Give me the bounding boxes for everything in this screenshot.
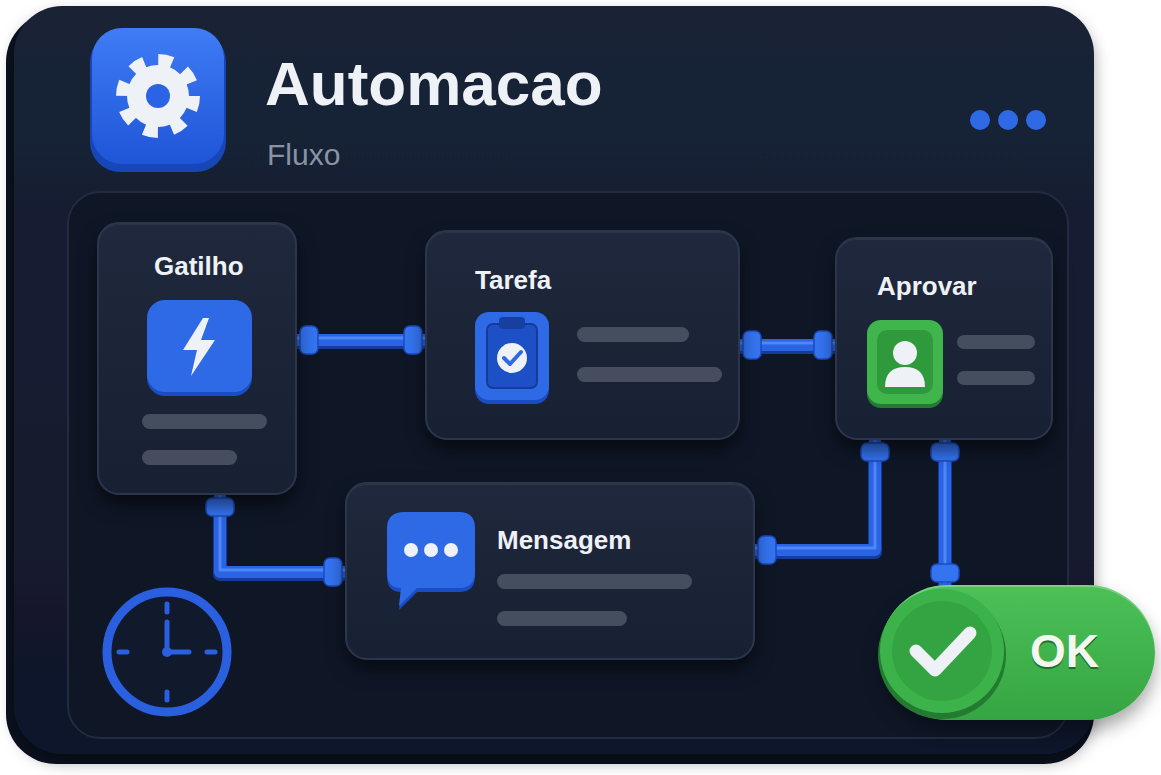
connector [297,326,425,354]
connector-joint [931,564,959,582]
node-label: Gatilho [154,252,244,282]
approve-icon [837,239,1055,442]
trigger-box: Gatilho [97,222,297,495]
card-subtitle: Fluxo [267,138,340,171]
node-label: Mensagem [497,526,631,556]
connector-line [755,440,875,550]
connector-shadow [755,442,875,552]
node-label: Tarefa [475,266,551,296]
ok-badge: OK [880,585,1155,720]
message-box: Mensagem [345,482,755,660]
task-box: Tarefa [425,230,740,440]
inner-panel [68,192,1068,738]
connector [206,493,345,586]
card-title: Automacao [265,50,603,118]
ok-check-icon [880,585,1155,720]
connector [740,331,835,359]
gear-icon [124,62,192,130]
clock-icon [107,592,227,712]
connector-joint [814,331,832,359]
connector-joint [404,326,422,354]
connector [931,438,959,587]
task-icon [427,232,742,442]
connector-joint [324,558,342,586]
gear-tile [92,28,224,164]
menu-dots [970,110,1046,130]
approve-box: Aprovar [835,237,1053,440]
message-icon [347,484,757,662]
connector-joint [861,443,889,461]
connector-joint [206,498,234,516]
connector-joint [931,443,959,461]
connector-joint [758,536,776,564]
node-label: OK [1030,625,1099,678]
card-body [14,6,1094,754]
node-label: Aprovar [877,272,977,302]
connector-joint [300,326,318,354]
connector [755,438,889,564]
connector-joint [743,331,761,359]
connector-shine [755,438,875,548]
